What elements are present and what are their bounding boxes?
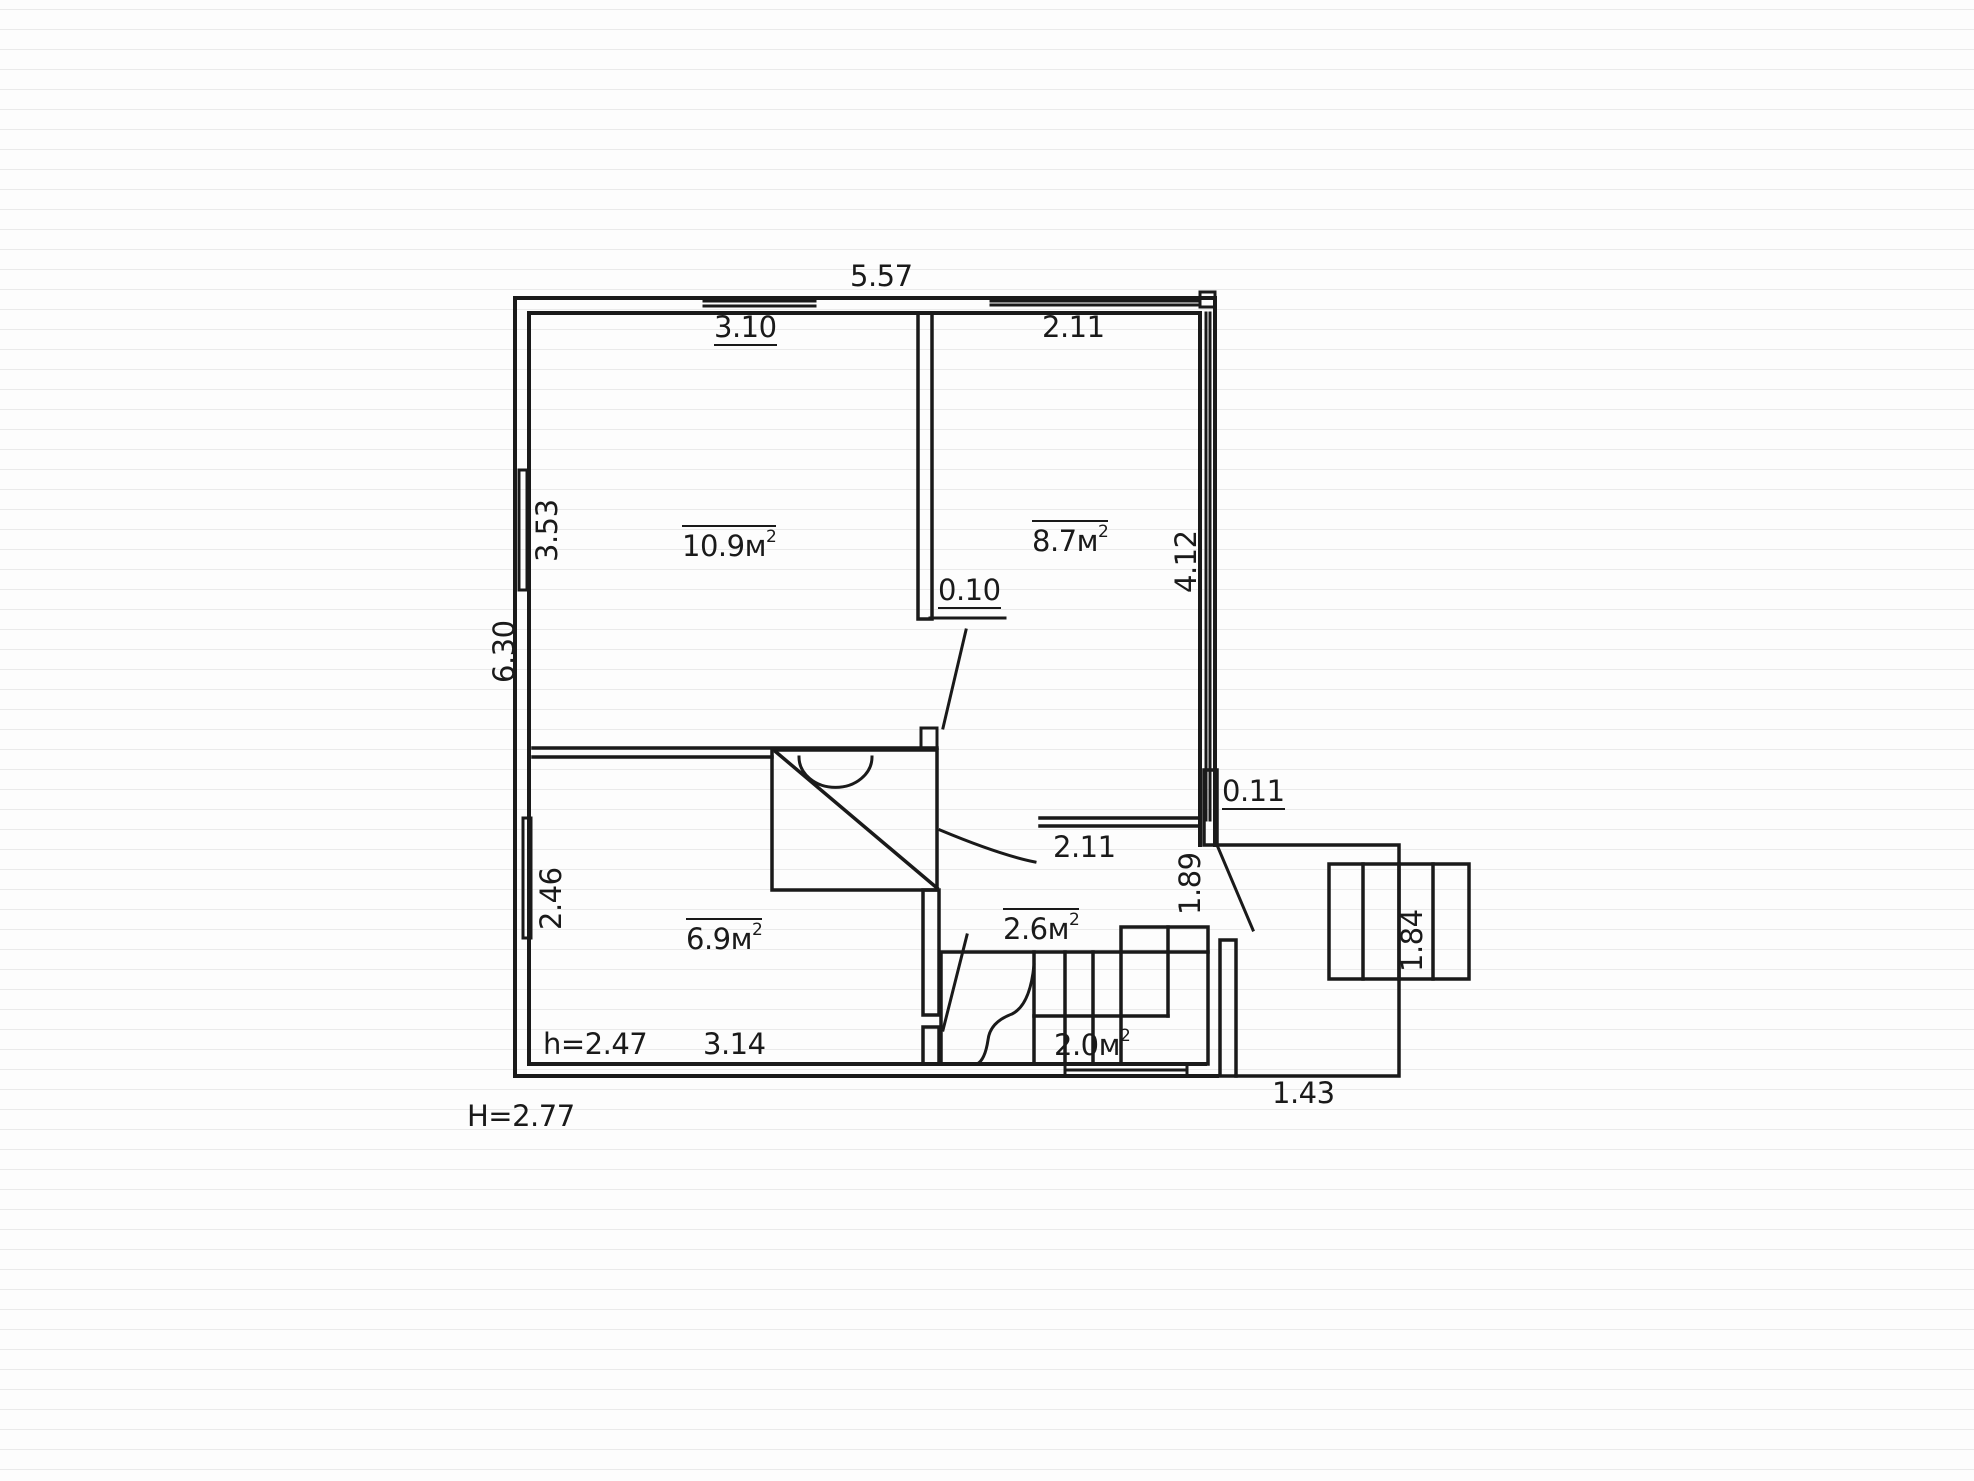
room-area-top-left: 10.9м2 [682, 525, 777, 563]
dimension-partition-thickness: 0.10 [938, 573, 1001, 609]
stair-room [921, 925, 1238, 1078]
partition-stub [919, 726, 939, 750]
partition-top [916, 311, 1007, 621]
ceiling-height-label: h=2.47 [543, 1027, 648, 1061]
room-area-bottom-left: 6.9м2 [686, 918, 763, 956]
dimension-overall-width: 5.57 [850, 259, 913, 293]
left-windows [517, 468, 533, 940]
dimension-left-top-height: 3.53 [530, 499, 564, 562]
porch [1202, 768, 1401, 1078]
dimension-bottom-left-width: 3.14 [703, 1027, 766, 1061]
dimension-steps-length: 1.84 [1395, 909, 1429, 972]
closet-box [770, 748, 940, 892]
entrance-steps [1327, 862, 1471, 981]
door-arc-hall [938, 828, 1037, 864]
room-area-hall: 2.6м2 [1003, 908, 1080, 946]
partition-horizontal [531, 746, 939, 759]
dimension-left-bottom-height: 2.46 [534, 867, 568, 930]
dimension-top-left-width: 3.10 [714, 310, 777, 346]
dimension-hall-width: 2.11 [1053, 830, 1116, 864]
dimension-outer-wall-thickness: 0.11 [1222, 774, 1285, 810]
dimension-porch-width: 1.43 [1272, 1076, 1335, 1110]
dimension-stair-room-height: 1.89 [1173, 852, 1207, 915]
building-height-label: H=2.77 [467, 1099, 575, 1133]
hall-partition [1038, 816, 1202, 828]
room-area-top-right: 8.7м2 [1032, 520, 1109, 558]
top-windows [702, 299, 1202, 308]
door-swing-line [941, 628, 968, 730]
outer-wall [513, 290, 1219, 1078]
room-area-stair-room: 2.0м2 [1054, 1026, 1131, 1062]
partition-lower [921, 888, 941, 1017]
right-window [1204, 311, 1217, 847]
bottom-window [1063, 1062, 1189, 1078]
dimension-top-right-width: 2.11 [1042, 310, 1105, 344]
dimension-right-room-height: 4.12 [1169, 530, 1203, 593]
dimension-overall-height: 6.30 [487, 620, 521, 683]
